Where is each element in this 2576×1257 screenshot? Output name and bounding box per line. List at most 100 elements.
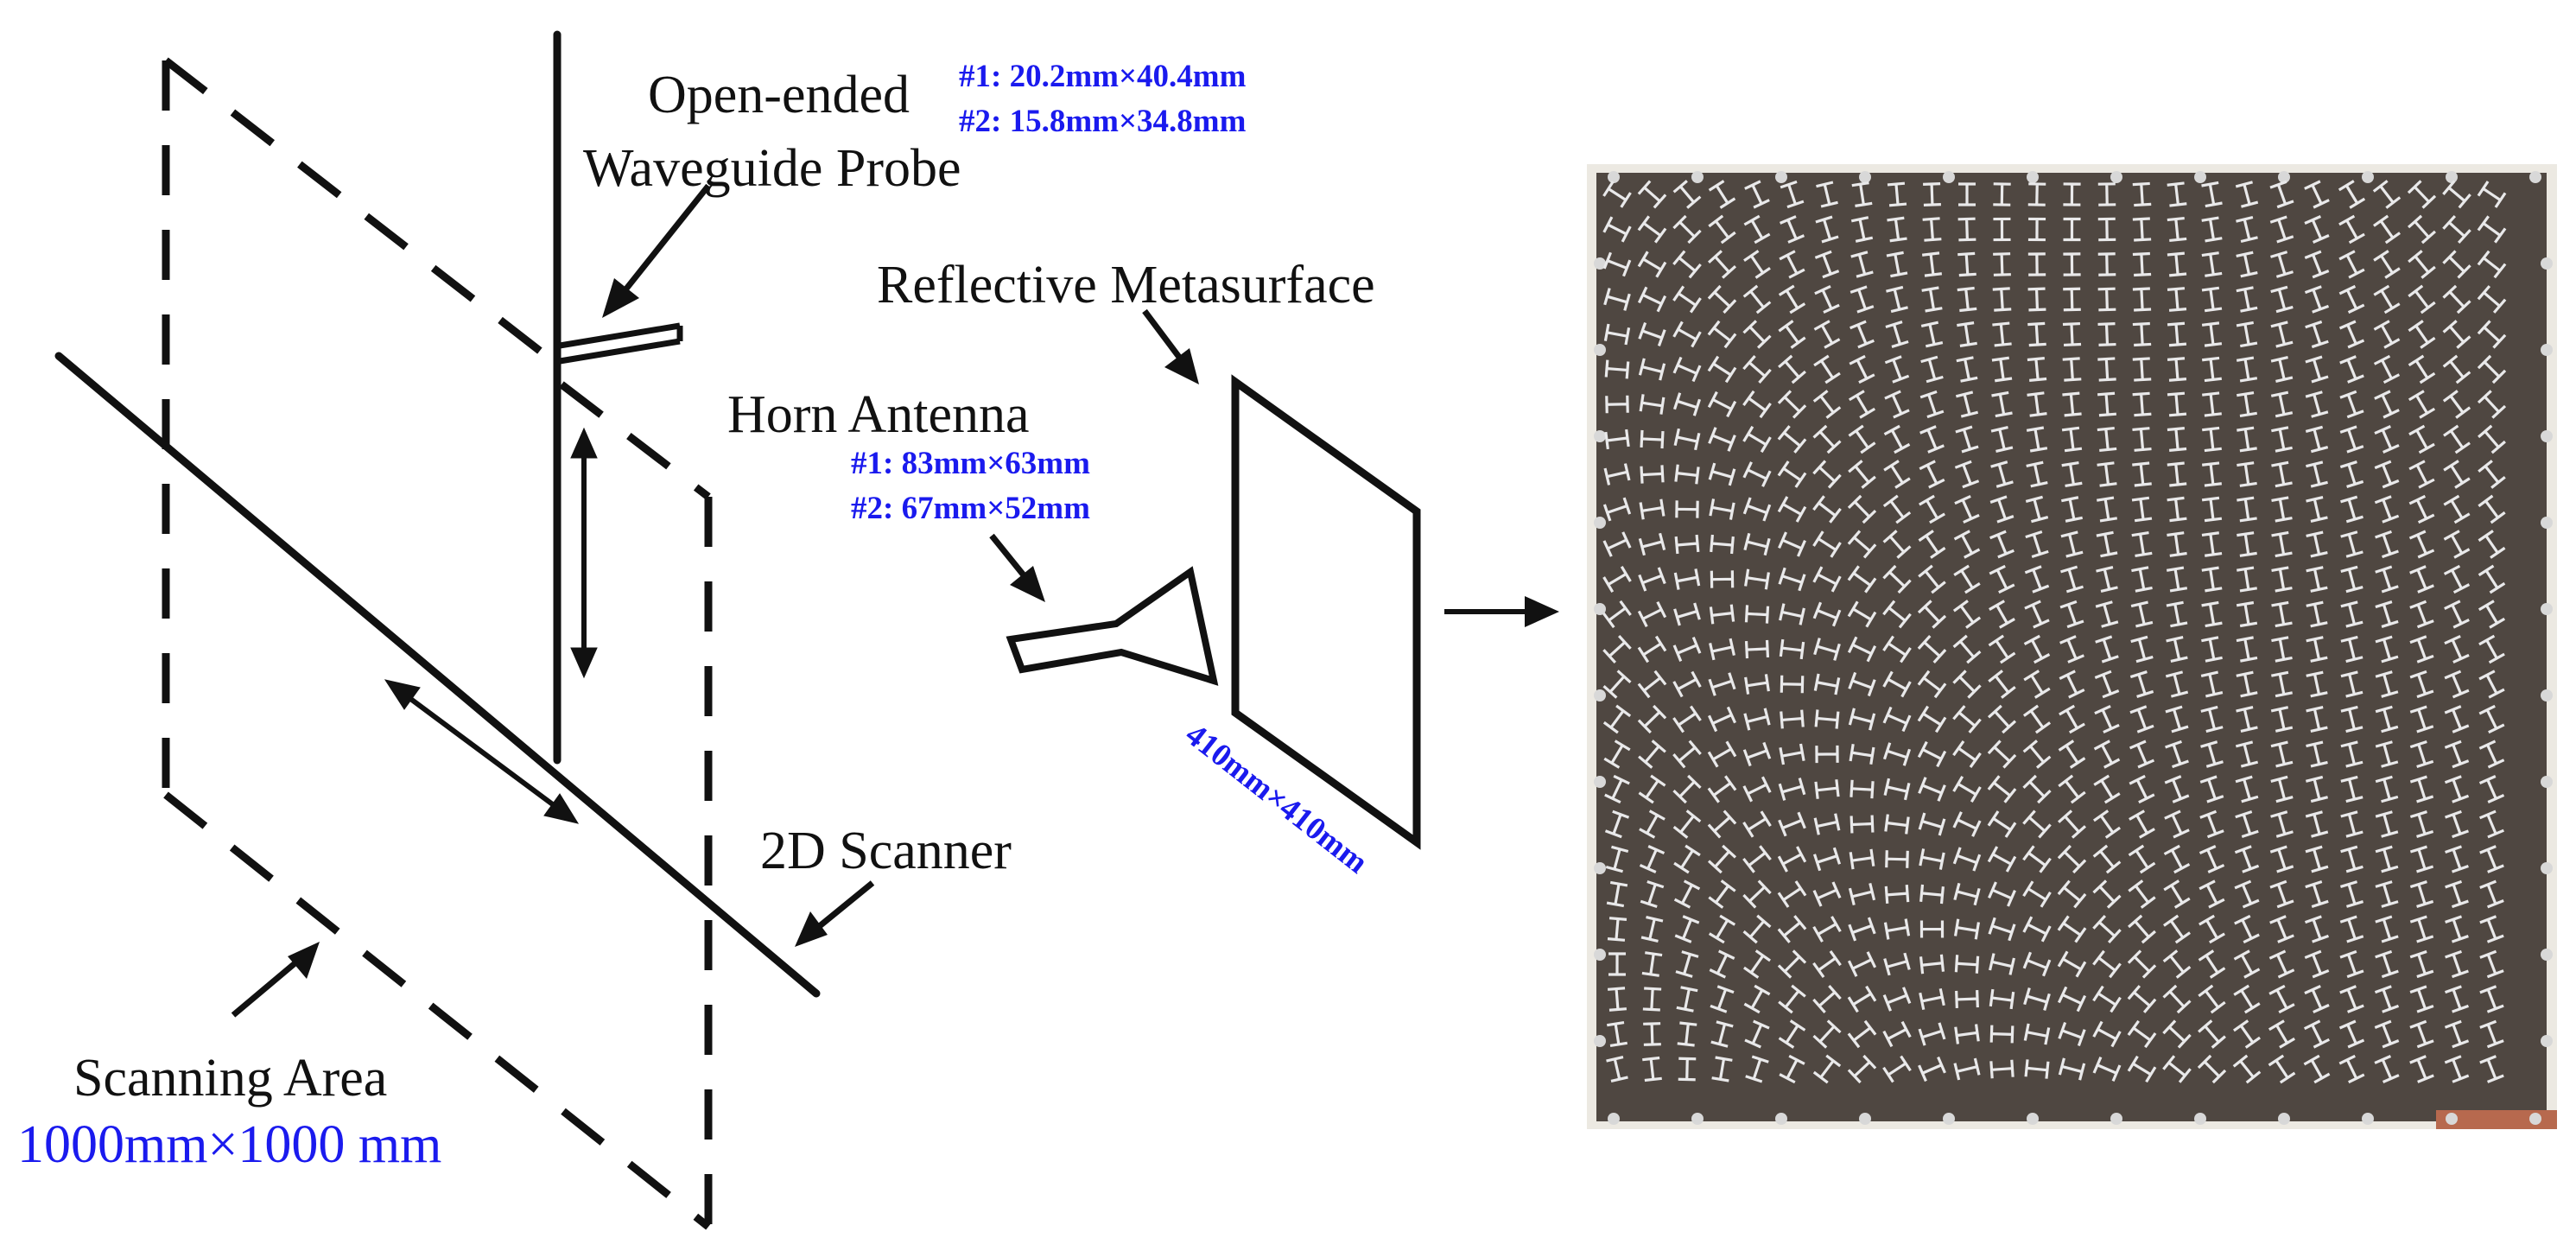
metasurface-unit-cell	[1918, 1056, 1946, 1082]
metasurface-unit-cell	[1988, 634, 2016, 664]
metasurface-unit-cell	[2093, 774, 2121, 804]
metasurface-unit-cell	[1602, 497, 1632, 522]
metasurface-unit-cell	[1989, 600, 2015, 629]
metasurface-unit-cell	[1637, 704, 1667, 734]
metasurface-unit-cell	[1777, 425, 1807, 454]
metasurface-unit-cell	[2026, 426, 2048, 453]
metasurface-unit-cell	[2060, 530, 2084, 558]
metasurface-unit-cell	[2338, 1019, 2365, 1049]
metasurface-unit-cell	[1988, 917, 2016, 942]
metasurface-unit-cell	[2478, 740, 2505, 769]
metasurface-unit-cell	[1637, 215, 1667, 244]
metasurface-unit-cell	[1640, 429, 1665, 449]
metasurface-unit-cell	[2306, 600, 2328, 628]
metasurface-unit-cell	[1921, 251, 1943, 277]
metasurface-unit-cell	[1742, 320, 1772, 349]
metasurface-unit-cell	[1850, 216, 1874, 243]
mounting-pin	[1594, 949, 1606, 961]
metasurface-unit-cell	[1990, 425, 2014, 454]
metasurface-unit-cell	[2339, 390, 2364, 419]
metasurface-unit-cell	[2165, 670, 2189, 698]
metasurface-unit-cell	[2305, 879, 2329, 909]
metasurface-unit-cell	[2097, 461, 2117, 487]
metasurface-unit-cell	[1884, 885, 1910, 904]
metasurface-unit-cell	[2443, 424, 2471, 454]
metasurface-unit-cell	[1778, 284, 1806, 314]
metasurface-unit-cell	[2022, 951, 2052, 977]
metasurface-unit-cell	[2198, 879, 2225, 909]
metasurface-unit-cell	[1778, 320, 1806, 349]
horn-size-2: #2: 67mm×52mm	[851, 491, 1090, 526]
metasurface-unit-cell	[1675, 500, 1699, 518]
metasurface-unit-cell	[2375, 740, 2399, 768]
mounting-pin	[2541, 776, 2553, 788]
metasurface-unit-cell	[1954, 1024, 1980, 1044]
metasurface-unit-cell	[1778, 984, 1806, 1014]
metasurface-unit-cell	[2445, 809, 2469, 839]
metasurface-unit-cell	[2409, 670, 2434, 699]
metasurface-unit-cell	[2197, 1054, 2227, 1084]
metasurface-unit-cell	[2306, 740, 2328, 768]
metasurface-unit-cell	[2270, 285, 2294, 314]
metasurface-unit-cell	[1778, 1019, 1806, 1049]
metasurface-unit-cell	[1989, 530, 2014, 559]
metasurface-unit-cell	[2127, 1019, 2157, 1049]
mounting-pin	[1594, 257, 1606, 270]
metasurface-unit-cell	[2478, 530, 2506, 559]
metasurface-unit-cell	[2477, 320, 2507, 349]
metasurface-unit-cell	[1987, 740, 2017, 769]
metasurface-unit-cell	[1608, 952, 1627, 976]
metasurface-unit-cell	[2374, 425, 2400, 454]
metasurface-unit-cell	[1708, 672, 1736, 696]
metasurface-unit-cell	[2268, 949, 2295, 979]
metasurface-unit-cell	[2375, 775, 2399, 803]
metasurface-unit-cell	[2060, 496, 2084, 523]
metasurface-unit-cell	[2338, 320, 2365, 349]
metasurface-unit-cell	[1674, 534, 1700, 555]
metasurface-unit-cell	[2163, 879, 2191, 909]
metasurface-unit-cell	[2022, 740, 2052, 769]
mounting-pin	[2541, 344, 2553, 356]
metasurface-unit-cell	[1814, 709, 1840, 729]
probe-title-line2: Waveguide Probe	[583, 139, 961, 198]
metasurface-unit-cell	[2305, 810, 2329, 838]
metasurface-unit-cell	[1707, 355, 1737, 384]
metasurface-unit-cell	[1954, 494, 1980, 524]
metasurface-unit-cell	[2092, 914, 2122, 944]
horn-pointer-arrow	[989, 533, 1045, 602]
metasurface-unit-cell	[1955, 990, 1979, 1008]
metasurface-unit-cell	[1923, 182, 1941, 206]
probe-title-line1: Open-ended	[648, 66, 910, 124]
metasurface-unit-cell	[1707, 706, 1737, 733]
metasurface-unit-cell	[2201, 496, 2223, 523]
metasurface-unit-cell	[2408, 250, 2436, 279]
metasurface-unit-cell	[1672, 214, 1702, 244]
metasurface-unit-cell	[2375, 705, 2399, 733]
metasurface-unit-cell	[2374, 1019, 2400, 1049]
photo-arrow	[1444, 596, 1559, 627]
scanning-area-title: Scanning Area	[73, 1049, 387, 1108]
metasurface-unit-cell	[2097, 426, 2117, 453]
metasurface-unit-cell	[1883, 918, 1911, 940]
metasurface-unit-cell	[1744, 639, 1770, 659]
metasurface-unit-cell	[2236, 286, 2258, 313]
metasurface-unit-cell	[2201, 216, 2223, 243]
metasurface-unit-cell	[1812, 881, 1842, 907]
metasurface-unit-cell	[1780, 180, 1805, 209]
metasurface-unit-cell	[1707, 390, 1737, 418]
metasurface-unit-cell	[2271, 460, 2293, 488]
metasurface-unit-cell	[2443, 460, 2471, 489]
metasurface-unit-cell	[2269, 215, 2294, 244]
metasurface-unit-cell	[1848, 460, 1876, 489]
mounting-pin	[2541, 257, 2553, 270]
metasurface-unit-cell	[1638, 358, 1666, 381]
metasurface-unit-cell	[1744, 605, 1770, 624]
metasurface-unit-cell	[1639, 809, 1666, 839]
metasurface-unit-cell	[2132, 391, 2152, 417]
metasurface-unit-cell	[2132, 427, 2152, 452]
metasurface-unit-cell	[2338, 284, 2365, 314]
mounting-pin	[2027, 171, 2039, 183]
metasurface-unit-cell	[2373, 250, 2401, 279]
metasurface-unit-cell	[2444, 634, 2470, 664]
